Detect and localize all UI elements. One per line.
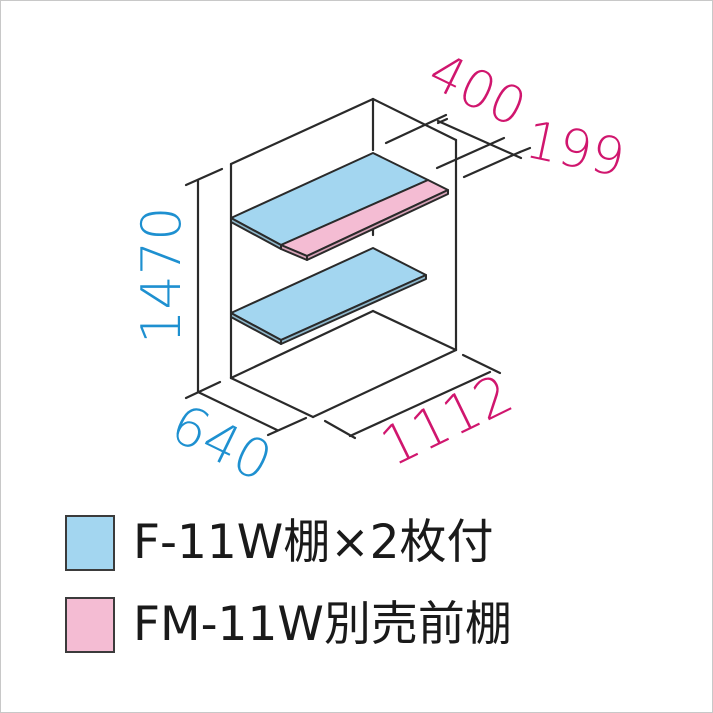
shelf-depth-dimension-lines (384, 113, 532, 179)
front-shelf-depth-label: 199 (520, 110, 630, 189)
shed-frame (229, 97, 458, 419)
lower-shelf (230, 247, 427, 345)
legend-label: FM-11W別売前棚 (133, 597, 512, 652)
depth-dimension-line (196, 390, 308, 437)
height-dimension-line (184, 167, 224, 400)
legend-item-optional-front-shelf: FM-11W別売前棚 (65, 595, 512, 655)
upper-shelf (230, 152, 449, 261)
shelf-total-depth-label: 400 (419, 42, 535, 139)
pink-swatch-icon (65, 597, 115, 653)
height-label: 1470 (130, 207, 193, 344)
legend-item-included-shelves: F-11W棚×2枚付 (65, 513, 494, 573)
blue-swatch-icon (65, 515, 115, 571)
legend-label: F-11W棚×2枚付 (133, 515, 494, 570)
depth-label: 640 (161, 392, 281, 494)
width-dimension-line (323, 353, 502, 440)
